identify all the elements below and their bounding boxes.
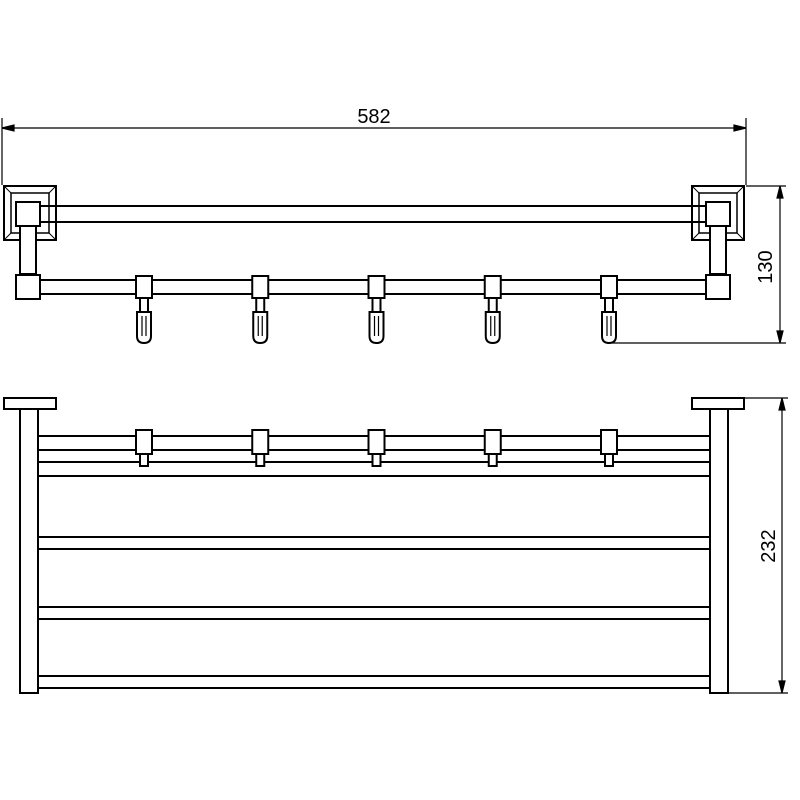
depth-arrow-top: [776, 185, 784, 199]
hook-top-view: [367, 275, 386, 345]
hook-front-view: [367, 429, 386, 467]
height-arrow-top: [778, 397, 786, 411]
support-arms: [19, 225, 727, 275]
hook-top-view: [483, 275, 502, 345]
height-dimension: [728, 397, 788, 694]
width-arrow-right: [733, 124, 747, 132]
hook-top-view: [251, 275, 270, 345]
hook-front-view: [483, 429, 502, 467]
width-label: 582: [357, 106, 390, 128]
width-arrow-left: [1, 124, 15, 132]
top-view-hooks: [135, 275, 618, 345]
hook-front-view: [600, 429, 618, 467]
left-post: [2, 397, 58, 694]
front-view: 232: [2, 397, 788, 694]
depth-dimension: [612, 185, 786, 344]
hook-top-view: [600, 275, 618, 345]
hook-top-view: [135, 275, 153, 345]
height-label: 232: [758, 529, 780, 562]
height-arrow-bottom: [778, 680, 786, 694]
width-dimension: [1, 118, 747, 185]
depth-arrow-bottom: [776, 330, 784, 344]
depth-label: 130: [755, 250, 777, 283]
front-rails: [38, 435, 710, 689]
front-view-hooks: [135, 429, 618, 467]
hook-front-view: [251, 429, 270, 467]
right-post: [691, 397, 745, 694]
top-view: 582: [1, 106, 786, 345]
main-top-bar: [15, 201, 731, 227]
hook-front-view: [135, 429, 153, 467]
